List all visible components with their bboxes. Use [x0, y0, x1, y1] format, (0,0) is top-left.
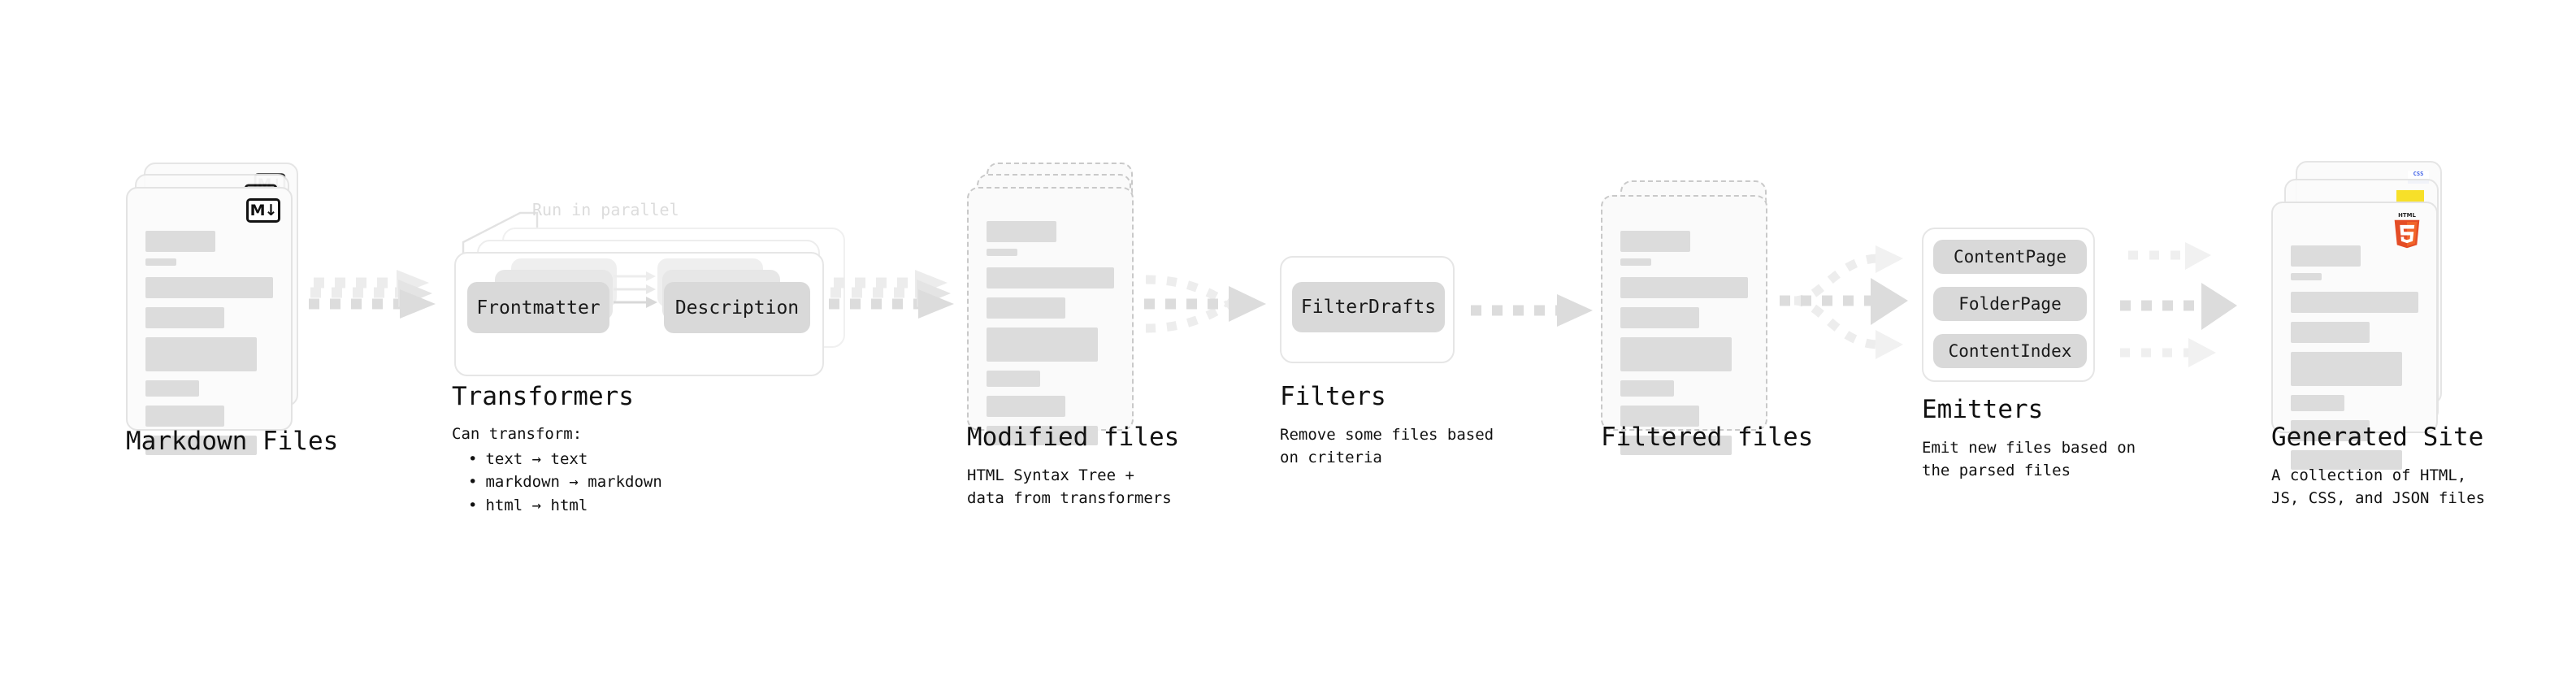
- stage-title: Markdown Files: [126, 427, 339, 456]
- html5-icon: HTML: [2394, 212, 2420, 249]
- stage-title: Emitters: [1922, 395, 2044, 424]
- chip-contentpage[interactable]: ContentPage: [1933, 240, 2087, 274]
- chip-frontmatter[interactable]: Frontmatter: [467, 282, 609, 333]
- caption-filtered-files: Filtered files: [1601, 423, 1813, 452]
- filtered-file-stack: [1601, 180, 1776, 455]
- arrow-transformers-to-modified: [829, 270, 954, 319]
- skeleton-row: [1620, 277, 1748, 298]
- skeleton-row: [145, 307, 225, 328]
- chip-description[interactable]: Description: [664, 282, 810, 333]
- skeleton-row: [145, 258, 176, 266]
- skeleton-row: [145, 436, 257, 455]
- caption-filters: Filters Remove some files based on crite…: [1280, 382, 1548, 469]
- stage-title: Modified files: [967, 423, 1180, 452]
- inner-arrows-frontmatter-to-description: [614, 271, 657, 308]
- list-lead: Can transform:: [452, 425, 583, 443]
- site-card-front: HTML: [2271, 202, 2438, 470]
- chip-folderpage[interactable]: FolderPage: [1933, 287, 2087, 321]
- stage-markdown-files: M↓ M↓ M↓: [126, 163, 301, 455]
- stage-generated-site: CSS HTML: [2271, 161, 2446, 470]
- parallel-bracket: [462, 211, 539, 258]
- markdown-icon: M↓: [246, 198, 280, 223]
- arrow-filtered-to-emitters: [1780, 245, 1908, 359]
- skeleton-row: [2291, 245, 2361, 267]
- modified-file-stack: [967, 163, 1142, 445]
- caption-generated-site: Generated Site A collection of HTML, JS,…: [2271, 423, 2564, 510]
- arrow-markdown-to-transformers: [309, 270, 436, 319]
- card-skeleton: [145, 231, 273, 464]
- svg-text:HTML: HTML: [2398, 212, 2416, 219]
- stage-subtitle: HTML Syntax Tree + data from transformer…: [967, 466, 1172, 507]
- stage-title: Transformers: [452, 382, 634, 411]
- skeleton-row: [2291, 273, 2322, 280]
- skeleton-row: [987, 267, 1114, 288]
- caption-emitters: Emitters Emit new files based on the par…: [1922, 395, 2198, 482]
- skeleton-row: [987, 327, 1098, 362]
- site-file-stack: CSS HTML: [2271, 161, 2446, 470]
- chip-contentindex[interactable]: ContentIndex: [1933, 334, 2087, 368]
- skeleton-row: [2291, 322, 2370, 343]
- chip-filterdrafts[interactable]: FilterDrafts: [1292, 282, 1445, 332]
- card-skeleton: [987, 221, 1114, 454]
- skeleton-row: [2291, 450, 2402, 470]
- arrow-filters-to-filtered: [1471, 294, 1593, 327]
- skeleton-row: [1620, 307, 1700, 328]
- skeleton-row: [145, 277, 273, 298]
- caption-modified-files: Modified files HTML Syntax Tree + data f…: [967, 423, 1260, 510]
- list-item: text → text: [468, 448, 777, 471]
- markdown-file-stack: M↓ M↓ M↓: [126, 163, 301, 455]
- skeleton-row: [987, 221, 1057, 242]
- caption-transformers: Transformers Can transform: text → text …: [452, 382, 777, 517]
- emitters-box: ContentPage FolderPage ContentIndex: [1922, 228, 2095, 382]
- card-skeleton: [1620, 231, 1748, 464]
- list-item: html → html: [468, 494, 777, 518]
- stage-filtered-files: [1601, 180, 1776, 455]
- skeleton-row: [1620, 337, 1732, 371]
- stage-title: Generated Site: [2271, 423, 2484, 452]
- stage-subtitle: Emit new files based on the parsed files: [1922, 439, 2136, 479]
- parallel-label: Run in parallel: [532, 200, 679, 219]
- skeleton-row: [1620, 436, 1732, 455]
- transform-list: Can transform: text → text markdown → ma…: [452, 423, 777, 517]
- skeleton-row: [145, 231, 216, 252]
- skeleton-row: [987, 249, 1017, 256]
- skeleton-row: [1620, 380, 1674, 397]
- stage-subtitle: Remove some files based on criteria: [1280, 426, 1494, 466]
- stage-subtitle: A collection of HTML, JS, CSS, and JSON …: [2271, 466, 2486, 507]
- skeleton-row: [987, 426, 1098, 445]
- card-skeleton: [2291, 245, 2418, 479]
- skeleton-row: [145, 380, 199, 397]
- skeleton-row: [987, 297, 1066, 319]
- skeleton-row: [1620, 231, 1691, 252]
- filtered-card-front: [1601, 195, 1767, 455]
- markdown-card-front: M↓: [126, 187, 293, 455]
- skeleton-row: [2291, 420, 2370, 441]
- stage-modified-files: [967, 163, 1142, 445]
- skeleton-row: [145, 406, 225, 427]
- caption-markdown-files: Markdown Files: [126, 427, 338, 456]
- arrow-emitters-to-site: [2120, 242, 2237, 367]
- list-item: markdown → markdown: [468, 471, 777, 494]
- filters-box: FilterDrafts: [1280, 256, 1455, 363]
- stage-title: Filters: [1280, 382, 1386, 411]
- skeleton-row: [2291, 292, 2418, 313]
- skeleton-row: [987, 371, 1040, 387]
- skeleton-row: [1620, 406, 1700, 427]
- skeleton-row: [1620, 258, 1651, 266]
- stage-title: Filtered files: [1601, 423, 1814, 452]
- arrow-modified-to-filters: [1144, 275, 1266, 333]
- skeleton-row: [987, 396, 1066, 417]
- modified-card-front: [967, 187, 1134, 445]
- skeleton-row: [2291, 352, 2402, 386]
- skeleton-row: [2291, 395, 2344, 411]
- skeleton-row: [145, 337, 257, 371]
